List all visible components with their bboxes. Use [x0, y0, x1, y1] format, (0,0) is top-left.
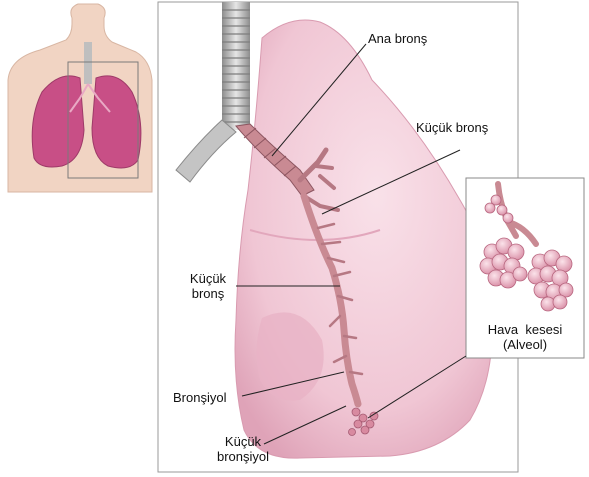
label-hava-kesesi-line1: Hava kesesi [474, 322, 576, 337]
label-kucuk-bronsiyol: Küçük bronşiyol [205, 434, 281, 464]
label-kucuk-bronsl-top: Küçük bronş [416, 120, 488, 135]
label-kucuk-bronsl-left-line1: Küçük [180, 271, 236, 286]
label-ana-bronsl: Ana bronş [368, 31, 427, 46]
label-kucuk-bronsiyol-line2: bronşiyol [205, 449, 281, 464]
torso-thumbnail [8, 4, 152, 192]
thumbnail-trachea [84, 42, 92, 84]
label-hava-kesesi-line2: (Alveol) [474, 337, 576, 352]
label-kucuk-bronsl-left: Küçük bronş [180, 271, 236, 301]
label-kucuk-bronsl-left-line2: bronş [180, 286, 236, 301]
label-hava-kesesi: Hava kesesi (Alveol) [474, 322, 576, 352]
label-bronsiyol: Bronşiyol [173, 390, 226, 405]
label-kucuk-bronsiyol-line1: Küçük [205, 434, 281, 449]
